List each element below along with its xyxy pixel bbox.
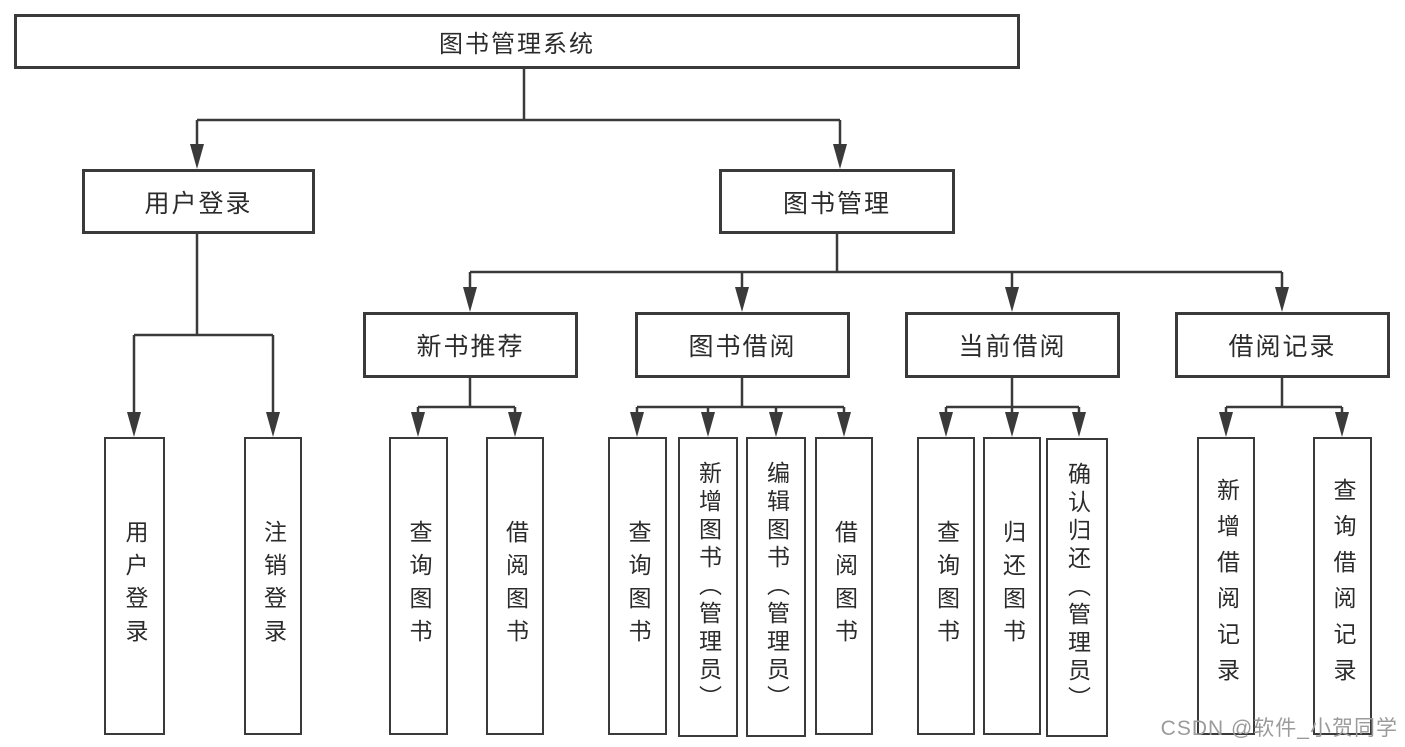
leaf-return-book: 归还图书 [983, 437, 1041, 735]
csdn-watermark: CSDN @软件_小贺同学 [1160, 717, 1398, 740]
node-current-borrow-label: 当前借阅 [958, 333, 1067, 361]
node-user-login: 用户登录 [82, 169, 315, 234]
leaf-query-borrow-record: 查询借阅记录 [1313, 437, 1372, 735]
node-new-book-rec-label: 新书推荐 [416, 333, 525, 361]
leaf-confirm-return-admin: 确认归还（管理员） [1046, 438, 1108, 737]
leaf-borrow-books-newbook: 借阅图书 [486, 437, 544, 735]
node-user-login-label: 用户登录 [144, 189, 253, 218]
node-new-book-rec: 新书推荐 [363, 312, 578, 378]
leaf-query-books-current: 查询图书 [917, 437, 975, 735]
leaf-add-book-admin: 新增图书（管理员） [678, 437, 738, 737]
node-root-label: 图书管理系统 [439, 31, 595, 58]
node-book-borrow-label: 图书借阅 [688, 333, 797, 361]
arrowheads [127, 144, 1349, 437]
node-book-mgmt-label: 图书管理 [782, 189, 891, 218]
leaf-edit-book-admin: 编辑图书（管理员） [746, 437, 806, 737]
leaf-user-login: 用户登录 [104, 437, 165, 735]
leaf-add-borrow-record: 新增借阅记录 [1197, 437, 1255, 735]
leaf-logout: 注销登录 [244, 437, 302, 735]
node-book-borrow: 图书借阅 [635, 312, 850, 378]
node-borrow-records: 借阅记录 [1175, 312, 1390, 378]
leaf-query-books-borrow: 查询图书 [608, 437, 667, 735]
node-book-mgmt: 图书管理 [719, 169, 955, 234]
node-root: 图书管理系统 [14, 14, 1020, 69]
leaf-query-books-newbook: 查询图书 [389, 437, 448, 735]
node-current-borrow: 当前借阅 [905, 312, 1120, 378]
node-borrow-records-label: 借阅记录 [1228, 333, 1337, 361]
leaf-borrow-books-borrow: 借阅图书 [815, 437, 873, 735]
